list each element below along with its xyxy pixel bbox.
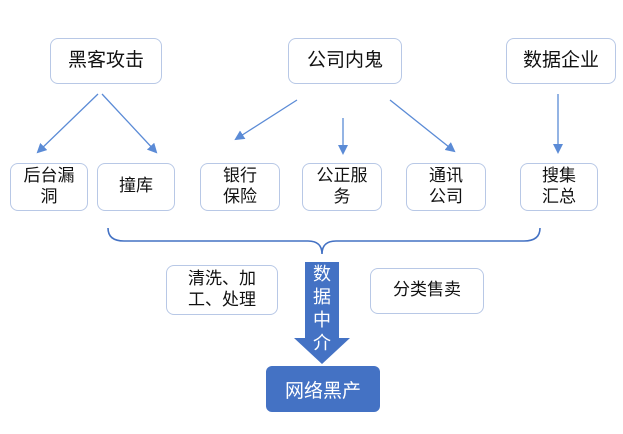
method-notary-service: 公正服 务: [302, 163, 382, 211]
process-sell-label: 分类售卖: [393, 280, 461, 301]
method-backend-vulnerability-label: 后台漏 洞: [23, 165, 75, 207]
method-backend-vulnerability: 后台漏 洞: [10, 163, 88, 211]
method-telecom-company: 通讯 公司: [406, 163, 486, 211]
process-clean-label: 清洗、加 工、处理: [188, 268, 256, 310]
arrow-hacker-to-backend: [36, 93, 99, 154]
source-hacker-attack-label: 黑客攻击: [67, 49, 144, 72]
method-bank-insurance: 银行 保险: [200, 163, 280, 211]
result-cyber-black-industry-label: 网络黑产: [284, 379, 361, 402]
data-broker-arrow: [294, 262, 350, 364]
gathering-bracket: [107, 227, 541, 255]
source-company-insider: 公司内鬼: [288, 38, 402, 84]
method-collect-summarize-label: 搜集 汇总: [542, 165, 576, 207]
arrow-insider-to-bank: [234, 99, 298, 141]
method-notary-service-label: 公正服 务: [316, 165, 368, 207]
result-cyber-black-industry: 网络黑产: [266, 366, 380, 412]
method-telecom-company-label: 通讯 公司: [429, 165, 463, 207]
process-sell-box: 分类售卖: [370, 268, 484, 314]
source-data-company-label: 数据企业: [522, 49, 599, 72]
process-clean-box: 清洗、加 工、处理: [166, 265, 278, 315]
method-collect-summarize: 搜集 汇总: [520, 163, 598, 211]
source-company-insider-label: 公司内鬼: [306, 49, 383, 72]
method-credential-stuffing: 撞库: [97, 163, 175, 211]
method-credential-stuffing-label: 撞库: [119, 176, 153, 197]
arrow-insider-to-telecom: [389, 99, 456, 153]
data-broker-label: 数 据 中 介: [313, 264, 331, 354]
arrow-hacker-to-crash: [101, 93, 158, 154]
source-hacker-attack: 黑客攻击: [50, 38, 162, 84]
method-bank-insurance-label: 银行 保险: [223, 165, 257, 207]
source-data-company: 数据企业: [506, 38, 616, 84]
